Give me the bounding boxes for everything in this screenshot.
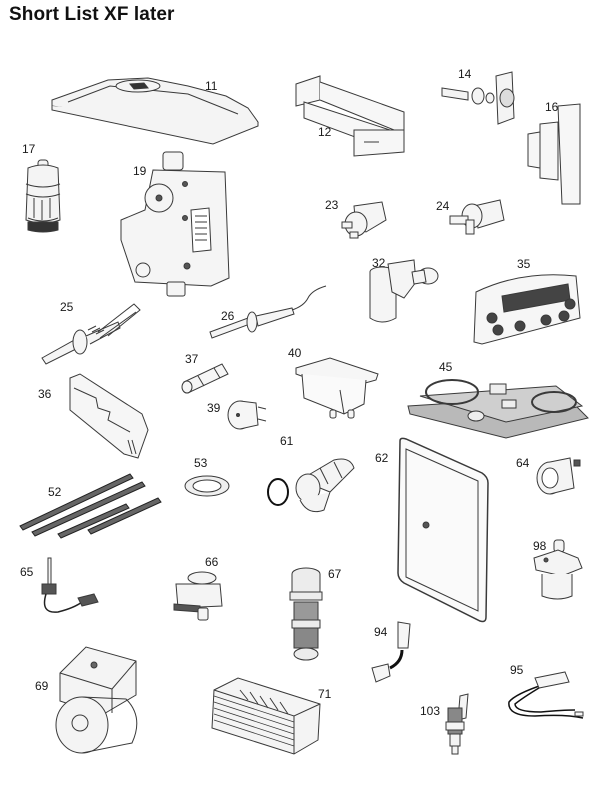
part-number-71: 71	[318, 687, 332, 701]
flat-washer-icon	[183, 474, 231, 498]
fuse-icon	[180, 360, 232, 394]
ignition-lead-icon	[368, 620, 414, 686]
ignition-electrode-icon	[38, 296, 142, 366]
part-number-98: 98	[533, 539, 547, 553]
part-number-66: 66	[205, 555, 219, 569]
part-number-64: 64	[516, 456, 530, 470]
part-number-37: 37	[185, 352, 199, 366]
actuator-icon	[170, 570, 228, 622]
control-box-icon	[522, 104, 584, 206]
thermostat-switch-icon	[336, 200, 392, 242]
casing-panel-icon	[396, 437, 490, 623]
expansion-cylinder-icon	[22, 160, 64, 236]
part-number-69: 69	[35, 679, 49, 693]
part-number-19: 19	[133, 164, 147, 178]
part-number-36: 36	[38, 387, 52, 401]
part-number-52: 52	[48, 485, 62, 499]
part-number-39: 39	[207, 401, 221, 415]
part-number-14: 14	[458, 67, 472, 81]
page-title: Short List XF later	[9, 4, 175, 25]
gas-valve-icon	[115, 150, 235, 300]
air-vent-valve-icon	[528, 540, 584, 602]
pressure-gauge-icon	[534, 452, 584, 498]
part-number-32: 32	[372, 256, 386, 270]
diverter-cartridge-icon	[286, 566, 326, 664]
part-number-67: 67	[328, 567, 342, 581]
part-number-26: 26	[221, 309, 235, 323]
part-number-62: 62	[375, 451, 389, 465]
valve-fitting-icon	[440, 70, 530, 128]
ntc-sensor-icon	[440, 694, 472, 756]
seal-strips-icon	[18, 472, 162, 536]
circulation-pump-icon	[52, 643, 148, 755]
part-number-53: 53	[194, 456, 208, 470]
sensor-cable-icon	[505, 672, 585, 724]
control-display-panel-icon	[472, 266, 584, 344]
part-number-35: 35	[517, 257, 531, 271]
part-number-23: 23	[325, 198, 339, 212]
part-number-25: 25	[60, 300, 74, 314]
part-number-103: 103	[420, 704, 441, 718]
gasket-set-icon	[406, 376, 590, 438]
plate-heat-exchanger-icon	[210, 676, 322, 756]
flame-sensor-electrode-icon	[208, 286, 328, 342]
pressure-valve-icon	[368, 258, 442, 328]
burner-bracket-icon	[294, 72, 414, 158]
junction-box-icon	[294, 358, 382, 420]
overheat-thermostat-icon	[226, 397, 268, 431]
part-number-11: 11	[205, 79, 218, 93]
heat-exchanger-cover-icon	[48, 74, 263, 144]
part-number-94: 94	[374, 625, 388, 639]
part-number-12: 12	[318, 125, 332, 139]
part-number-95: 95	[510, 663, 524, 677]
part-number-61: 61	[280, 434, 294, 448]
elbow-connector-icon	[264, 450, 360, 516]
pcb-cover-icon	[66, 374, 152, 458]
part-number-24: 24	[436, 199, 450, 213]
part-number-17: 17	[22, 142, 36, 156]
part-number-45: 45	[439, 360, 453, 374]
sensor-switch-icon	[446, 196, 508, 238]
part-number-40: 40	[288, 346, 302, 360]
part-number-65: 65	[20, 565, 34, 579]
temperature-probe-icon	[38, 558, 102, 618]
part-number-16: 16	[545, 100, 559, 114]
